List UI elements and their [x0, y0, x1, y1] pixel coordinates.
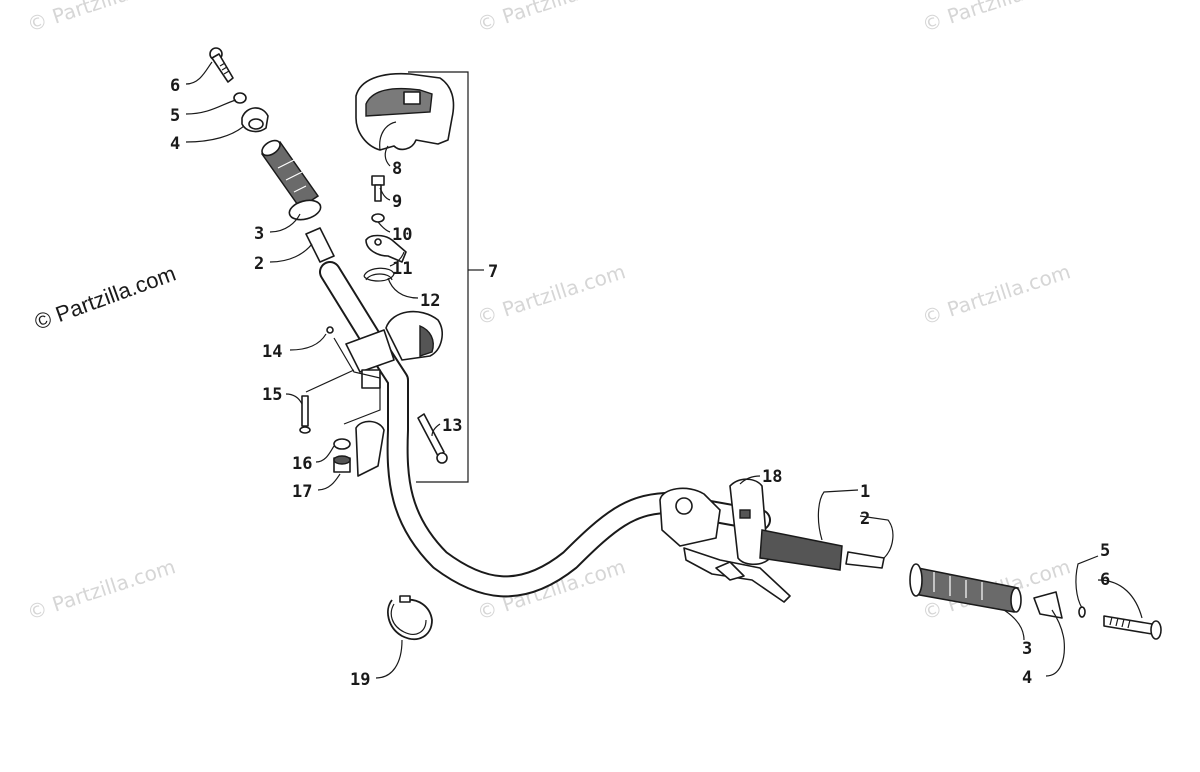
handlebar	[319, 261, 771, 598]
watermark: © Partzilla.com	[474, 0, 628, 37]
watermark: © Partzilla.com	[24, 0, 178, 37]
throttle-body-icon	[345, 310, 443, 389]
inner-tube-icon	[305, 227, 335, 263]
callout-6-left: 6	[170, 76, 180, 96]
brake-lever-icon	[659, 487, 791, 603]
callout-2-left: 2	[254, 254, 264, 274]
throttle-lever-icon	[365, 234, 407, 263]
end-cap-icon	[241, 107, 269, 133]
callout-11: 11	[392, 259, 412, 279]
left-grip-icon	[260, 139, 322, 221]
right-grip-icon	[909, 563, 1022, 613]
watermark: © Partzilla.com	[24, 554, 178, 625]
throttle-cover-icon	[355, 72, 455, 151]
callout-18: 18	[762, 467, 782, 487]
washer-icon	[371, 213, 385, 223]
callout-14: 14	[262, 342, 282, 362]
screw-icon	[326, 326, 334, 334]
leader-lines	[185, 61, 1143, 679]
callout-3-left: 3	[254, 224, 264, 244]
bolt-icon	[209, 47, 234, 83]
callout-4-right: 4	[1022, 668, 1032, 688]
callout-5-right: 5	[1100, 541, 1110, 561]
washer-icon	[233, 92, 247, 104]
callout-17: 17	[292, 482, 312, 502]
callout-13: 13	[442, 416, 462, 436]
bolt-icon	[1103, 615, 1162, 640]
bolt-icon	[299, 395, 311, 434]
callout-6-right: 6	[1100, 570, 1110, 590]
callout-labels: 6 5 4 3 2 8 9 10 11 12 7 14 15 13 16 17 …	[170, 76, 1110, 690]
callout-19: 19	[350, 670, 370, 690]
left-grip-assembly	[209, 47, 335, 263]
callout-4-left: 4	[170, 134, 180, 154]
callout-16: 16	[292, 454, 312, 474]
callout-2-right: 2	[860, 509, 870, 529]
callout-15: 15	[262, 385, 282, 405]
washer-icon	[1078, 606, 1086, 618]
clamp-icon	[333, 420, 385, 477]
callout-8: 8	[392, 159, 402, 179]
callout-1-right: 1	[860, 482, 870, 502]
screw-icon	[371, 175, 385, 202]
spring-icon	[363, 267, 395, 282]
inner-tube-icon	[845, 551, 885, 569]
right-grip-assembly	[659, 478, 1162, 640]
callout-3-right: 3	[1022, 639, 1032, 659]
watermark: © Partzilla.com	[919, 0, 1073, 37]
watermark-main: © Partzilla.com	[31, 261, 179, 335]
watermarks: © Partzilla.com © Partzilla.com © Partzi…	[24, 0, 1073, 625]
tube-icon	[759, 529, 843, 571]
callout-5-left: 5	[170, 106, 180, 126]
switch-housing-icon	[729, 478, 769, 566]
long-bolt-icon	[417, 413, 448, 464]
callout-9: 9	[392, 192, 402, 212]
cable-clip-icon	[387, 595, 433, 641]
callout-10: 10	[392, 225, 412, 245]
callout-12: 12	[420, 291, 440, 311]
throttle-assembly	[299, 71, 469, 483]
callout-7: 7	[488, 262, 498, 282]
end-cap-icon	[1033, 591, 1063, 619]
watermark: © Partzilla.com	[919, 259, 1073, 330]
